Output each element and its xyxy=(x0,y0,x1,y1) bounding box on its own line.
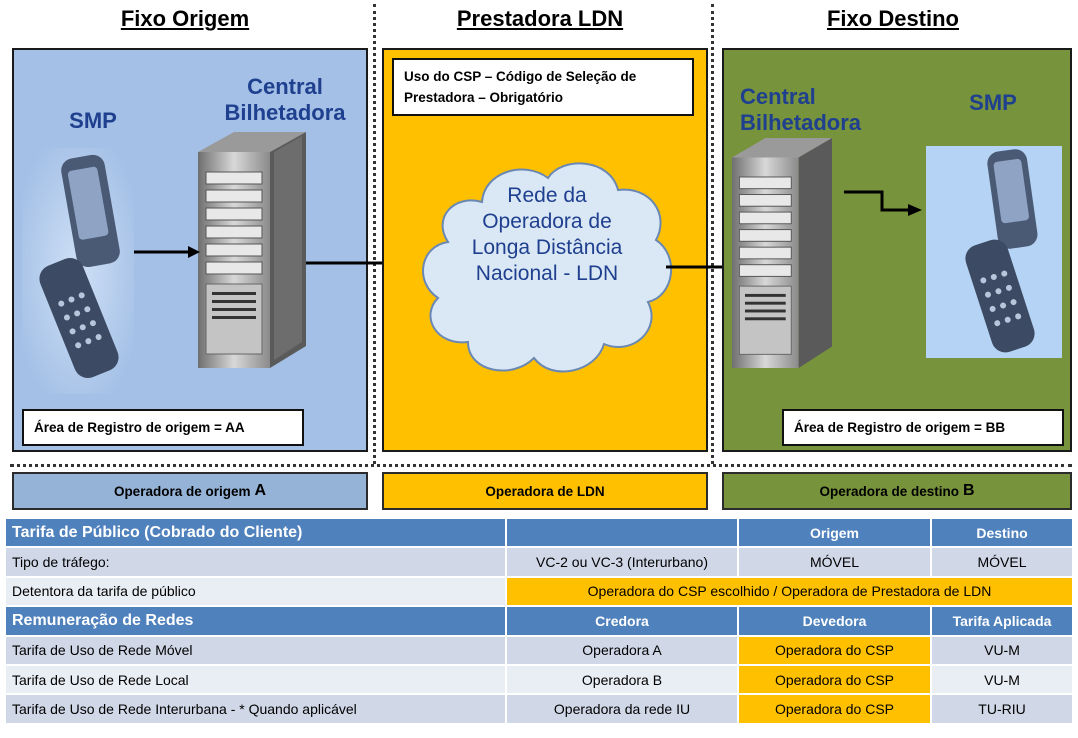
header-cell: Destino xyxy=(930,516,1074,549)
table-cell: Tipo de tráfego: xyxy=(4,546,507,578)
table-cell: Operadora B xyxy=(505,663,739,696)
heading-prestadora-ldn: Prestadora LDN xyxy=(456,6,624,31)
table-cell: MÓVEL xyxy=(737,546,932,578)
heading-fixo-origem: Fixo Origem xyxy=(120,6,250,31)
table-cell: Tarifa de Uso de Rede Local xyxy=(4,663,507,696)
separator-right xyxy=(711,4,714,464)
area-registro-origem: Área de Registro de origem = AA xyxy=(22,409,304,446)
table-cell: Tarifa de Uso de Rede Móvel xyxy=(4,634,507,666)
table-row: Tipo de tráfego: VC-2 ou VC-3 (Interurba… xyxy=(4,546,1074,578)
central-label-destino: Central Bilhetadora xyxy=(740,84,862,135)
heading-fixo-destino: Fixo Destino xyxy=(826,6,959,31)
cloud-network-ldn xyxy=(412,150,682,390)
header-cell: Tarifa Aplicada xyxy=(930,605,1074,637)
csp-note: Uso do CSP – Código de Seleção de Presta… xyxy=(392,58,694,116)
header-cell: Credora xyxy=(505,605,739,637)
table-cell-highlight: Operadora do CSP xyxy=(737,634,932,666)
header-cell xyxy=(505,516,739,549)
phone-image-origin xyxy=(22,148,134,394)
phone-image-destino xyxy=(926,146,1062,358)
header-cell: Remuneração de Redes xyxy=(4,605,507,637)
table-cell-highlight: Operadora do CSP xyxy=(737,693,932,725)
table-cell: Operadora da rede IU xyxy=(505,693,739,725)
table-cell: VU-M xyxy=(930,663,1074,696)
area-registro-destino: Área de Registro de origem = BB xyxy=(782,409,1064,446)
table-cell: VU-M xyxy=(930,634,1074,666)
separator-left xyxy=(373,4,376,464)
separator-horizontal xyxy=(10,464,1072,467)
smp-label-destino: SMP xyxy=(969,90,1017,115)
operadora-destino-letter: B xyxy=(962,482,975,499)
table-header-remuneracao: Remuneração de Redes Credora Devedora Ta… xyxy=(4,605,1074,637)
smp-label-origin: SMP xyxy=(69,108,117,133)
operadora-ldn-box: Operadora de LDN xyxy=(382,472,708,510)
table-row: Tarifa de Uso de Rede Móvel Operadora A … xyxy=(4,634,1074,666)
header-cell: Tarifa de Público (Cobrado do Cliente) xyxy=(4,516,507,549)
table-header-tarifa-publico: Tarifa de Público (Cobrado do Cliente) O… xyxy=(4,516,1074,549)
table-row: Detentora da tarifa de público Operadora… xyxy=(4,575,1074,608)
table-row: Tarifa de Uso de Rede Local Operadora B … xyxy=(4,663,1074,696)
operadora-destino-label: Operadora de destino xyxy=(819,483,959,499)
table-cell: Detentora da tarifa de público xyxy=(4,575,507,608)
tarifa-table: Tarifa de Público (Cobrado do Cliente) O… xyxy=(4,516,1074,725)
arrow-central-to-phone-destino xyxy=(842,186,924,216)
table-cell-highlight: Operadora do CSP xyxy=(737,663,932,696)
arrow-phone-to-central xyxy=(132,244,202,260)
operadora-origem-label: Operadora de origem xyxy=(113,483,251,499)
table-cell: VC-2 ou VC-3 (Interurbano) xyxy=(505,546,739,578)
operadora-ldn-label: Operadora de LDN xyxy=(485,483,605,499)
server-image-destino xyxy=(732,138,832,368)
server-image-origin xyxy=(198,132,306,368)
header-cell: Origem xyxy=(737,516,932,549)
table-cell: Tarifa de Uso de Rede Interurbana - * Qu… xyxy=(4,693,507,725)
header-cell: Devedora xyxy=(737,605,932,637)
table-cell: MÓVEL xyxy=(930,546,1074,578)
cloud-label: Rede da Operadora de Longa Distância Nac… xyxy=(471,184,623,285)
central-label-origin: Central Bilhetadora xyxy=(224,74,346,125)
operadora-origem-letter: A xyxy=(254,482,267,499)
table-cell-highlight: Operadora do CSP escolhido / Operadora d… xyxy=(505,575,1074,608)
table-cell: Operadora A xyxy=(505,634,739,666)
table-row: Tarifa de Uso de Rede Interurbana - * Qu… xyxy=(4,693,1074,725)
table-cell: TU-RIU xyxy=(930,693,1074,725)
